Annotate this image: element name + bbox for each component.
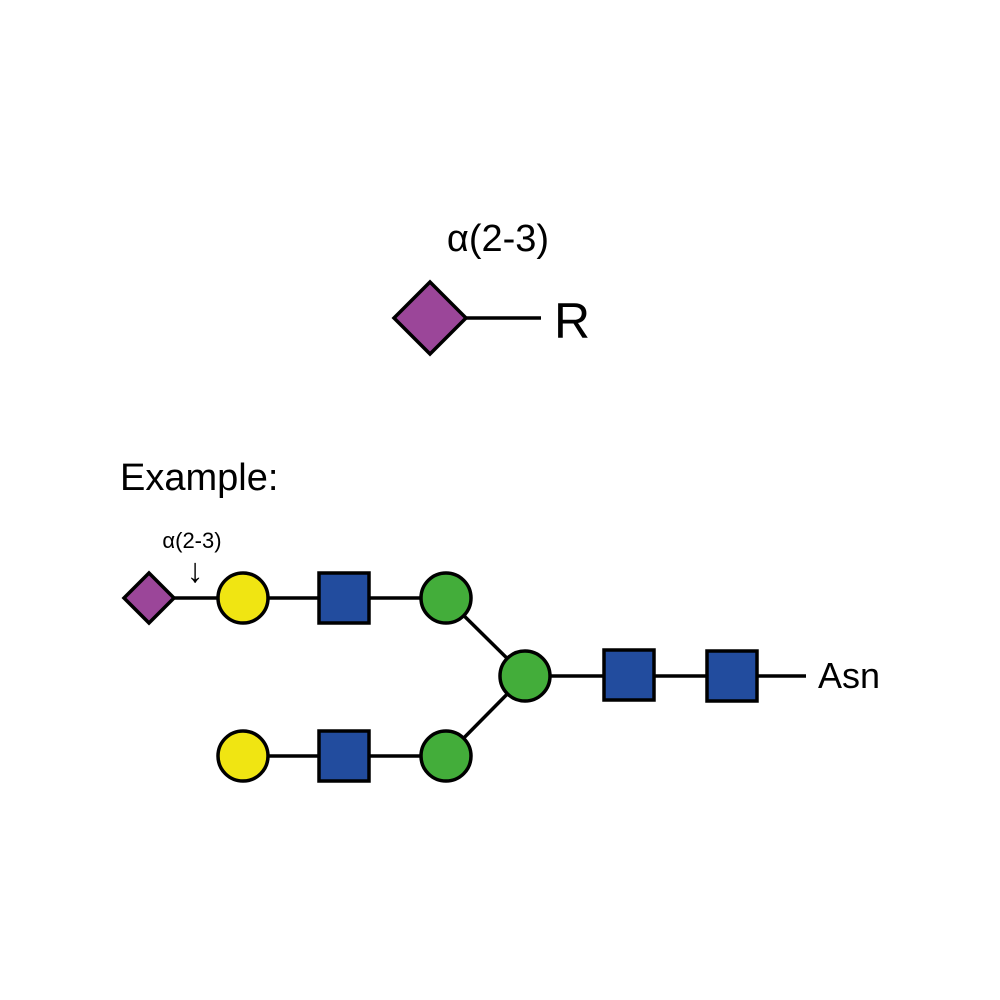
legend-reducing-end-label: R	[554, 293, 590, 349]
glcnac-square-icon	[602, 648, 656, 702]
glcnac-square-icon	[705, 649, 759, 703]
galactose-circle-icon	[216, 571, 270, 625]
linkage-arrow-icon: ↓	[187, 552, 204, 590]
glycan-residues	[121, 570, 759, 783]
glcnac-square-icon	[317, 729, 371, 783]
sialic-acid-diamond-icon	[121, 570, 177, 626]
glcnac-square-icon	[317, 571, 371, 625]
mannose-circle-icon	[419, 729, 473, 783]
galactose-circle-icon	[216, 729, 270, 783]
legend-group: α(2-3) R	[391, 218, 590, 357]
mannose-circle-icon	[419, 571, 473, 625]
example-linkage-label: α(2-3)	[162, 528, 221, 553]
example-reducing-end-label: Asn	[818, 655, 880, 696]
example-heading: Example:	[120, 457, 278, 499]
sialic-acid-diamond-icon	[391, 279, 469, 357]
legend-linkage-label: α(2-3)	[447, 218, 549, 260]
core-mannose-circle-icon	[498, 649, 552, 703]
